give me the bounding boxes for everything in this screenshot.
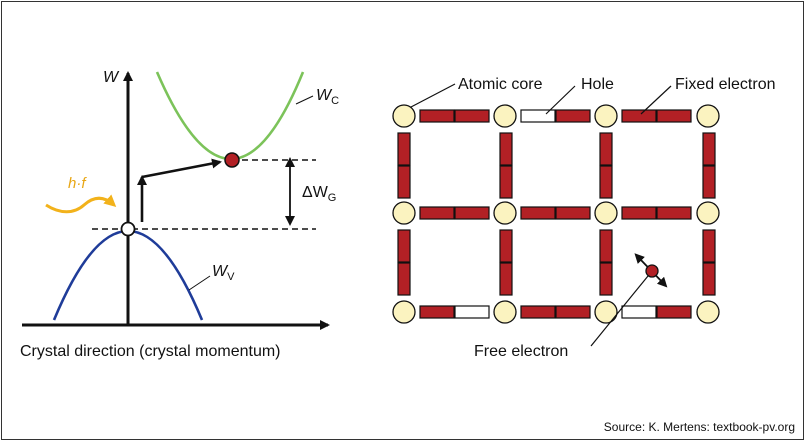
- x-axis-label: Crystal direction (crystal momentum): [20, 343, 281, 360]
- bond-hole: [520, 109, 556, 123]
- bond-electron: [555, 305, 591, 319]
- hole-circle: [120, 221, 136, 237]
- bond-electron: [621, 206, 657, 220]
- excitation-arrow-diagonal: [141, 158, 222, 179]
- conduction-band-leader: [295, 95, 314, 105]
- atomic-core: [392, 201, 416, 225]
- atomic-core: [493, 104, 517, 128]
- hole-label: Hole: [581, 76, 614, 93]
- atomic-core: [696, 300, 720, 324]
- atomic-core: [392, 104, 416, 128]
- bond-electron: [702, 132, 716, 166]
- atomic-core: [696, 201, 720, 225]
- conduction-band-curve: [155, 71, 305, 161]
- bond-electron: [397, 229, 411, 263]
- band-gap-label: ΔWG: [302, 184, 336, 204]
- photon-label: h·f: [68, 175, 87, 192]
- bond-electron: [599, 165, 613, 199]
- atomic-core: [493, 201, 517, 225]
- bond-electron: [555, 109, 591, 123]
- atomic-core: [594, 104, 618, 128]
- bond-electron: [656, 206, 692, 220]
- valence-band-leader: [188, 275, 211, 291]
- bond-electron: [419, 109, 455, 123]
- bond-electron: [621, 109, 657, 123]
- bond-electron: [454, 109, 490, 123]
- atomic-core-leader: [410, 83, 456, 108]
- bond-electron: [499, 229, 513, 263]
- atomic-core-label: Atomic core: [458, 76, 543, 93]
- bond-electron: [499, 262, 513, 296]
- vertical-bonds: [397, 132, 716, 296]
- bond-electron: [599, 229, 613, 263]
- conduction-band-label: WC: [316, 87, 339, 107]
- bond-electron: [520, 206, 556, 220]
- bond-electron: [555, 206, 591, 220]
- bond-electron: [419, 206, 455, 220]
- band-diagram: W WC WV ΔWG h·f Crystal direction (cryst…: [20, 69, 339, 360]
- fixed-electron-label: Fixed electron: [675, 76, 776, 93]
- atomic-core: [594, 201, 618, 225]
- bond-electron: [499, 165, 513, 199]
- atomic-core: [493, 300, 517, 324]
- bond-electron: [599, 132, 613, 166]
- atomic-cores: [392, 104, 720, 324]
- bond-hole: [454, 305, 490, 319]
- bond-hole: [621, 305, 657, 319]
- fixed-electron-leader: [640, 85, 672, 115]
- source-credit: Source: K. Mertens: textbook-pv.org: [604, 420, 795, 434]
- free-electron: [645, 264, 659, 278]
- bond-electron: [397, 132, 411, 166]
- hole-leader: [545, 85, 576, 115]
- atomic-core: [696, 104, 720, 128]
- bond-electron: [656, 109, 692, 123]
- atomic-core: [594, 300, 618, 324]
- bond-electron: [702, 165, 716, 199]
- crystal-lattice: Atomic core Hole Fixed electron Free ele…: [392, 76, 776, 360]
- bond-electron: [419, 305, 455, 319]
- free-electron-label: Free electron: [474, 343, 568, 360]
- valence-band-label: WV: [212, 263, 235, 283]
- bond-electron: [499, 132, 513, 166]
- bond-electron: [599, 262, 613, 296]
- bond-electron: [702, 229, 716, 263]
- excited-electron: [224, 152, 240, 168]
- bond-electron: [702, 262, 716, 296]
- bond-electron: [520, 305, 556, 319]
- free-electron-leader: [590, 275, 649, 347]
- bond-electron: [454, 206, 490, 220]
- photon-wave: [45, 194, 117, 214]
- bond-electron: [656, 305, 692, 319]
- horizontal-bonds: [419, 109, 692, 319]
- bond-electron: [397, 165, 411, 199]
- bond-electron: [397, 262, 411, 296]
- atomic-core: [392, 300, 416, 324]
- y-axis-label: W: [103, 69, 120, 86]
